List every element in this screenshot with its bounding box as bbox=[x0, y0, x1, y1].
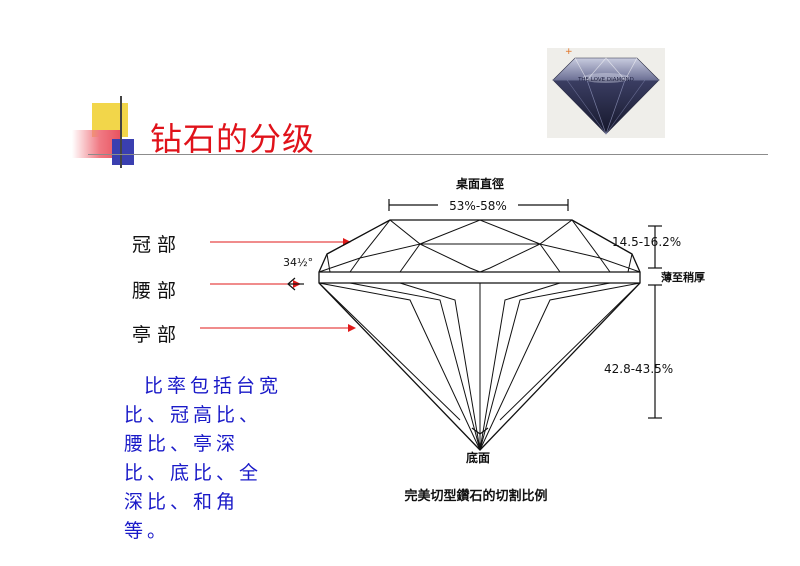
pavilion-facets bbox=[318, 282, 641, 451]
girdle-thickness: 薄至稍厚 bbox=[661, 270, 705, 284]
title-underline bbox=[88, 154, 768, 155]
crown-angle-arrow bbox=[287, 277, 304, 291]
height-dimension-lines bbox=[648, 225, 662, 419]
svg-text:+: + bbox=[565, 48, 573, 57]
crown-facets bbox=[318, 219, 641, 273]
crown-height: 14.5-16.2% bbox=[612, 235, 681, 249]
table-ratio: 53%-58% bbox=[449, 199, 507, 213]
pavilion-label: 亭部 bbox=[132, 324, 183, 346]
diamond-photo-image: THE LOVE DIAMOND + bbox=[552, 47, 660, 136]
crown-label: 冠部 bbox=[132, 234, 183, 256]
crown-angle: 34½° bbox=[283, 256, 313, 269]
pavilion-depth: 42.8-43.5% bbox=[604, 362, 673, 376]
slide-title: 钻石的分级 bbox=[150, 120, 316, 158]
girdle-label: 腰部 bbox=[132, 280, 183, 302]
photo-engraving-text: THE LOVE DIAMOND bbox=[577, 77, 634, 83]
decor-vertical-line bbox=[120, 96, 122, 168]
ratio-description: 比率包括台宽比、冠高比、腰比、亭深比、底比、全深比、和角等。 bbox=[124, 375, 283, 542]
culet-marker bbox=[471, 427, 489, 435]
culet-label: 底面 bbox=[466, 450, 490, 465]
diamond-photo: THE LOVE DIAMOND + bbox=[547, 47, 665, 138]
diagram-caption: 完美切型鑽石的切割比例 bbox=[404, 488, 547, 504]
table-label: 桌面直徑 bbox=[455, 176, 504, 191]
decor-blue-square bbox=[112, 139, 134, 165]
